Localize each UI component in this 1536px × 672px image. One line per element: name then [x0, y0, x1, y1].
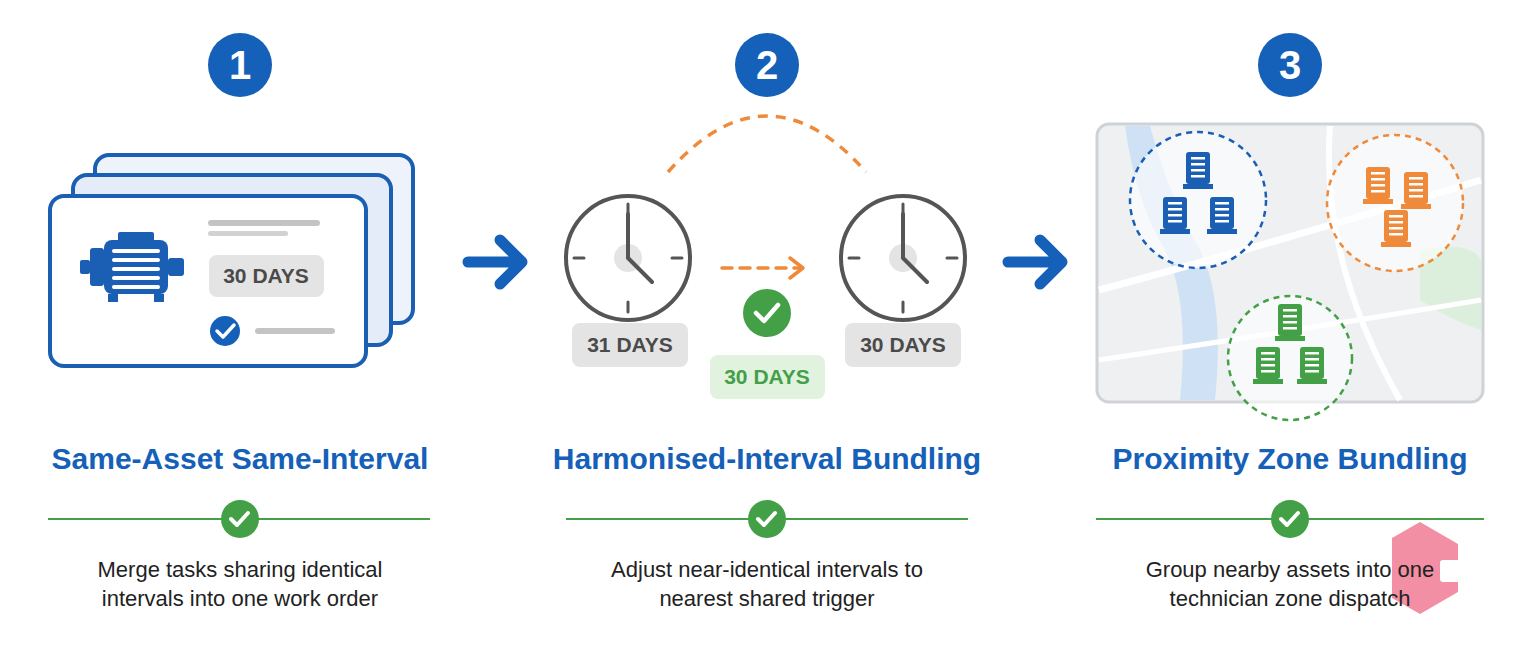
asset-stripe [1371, 184, 1385, 187]
asset-stripe [1305, 358, 1319, 361]
interval-text: 30 DAYS [724, 365, 810, 389]
column-description: Adjust near-identical intervals to neare… [577, 556, 957, 613]
asset-stripe [1261, 352, 1275, 355]
step-number: 2 [735, 33, 799, 97]
asset-icon [1186, 152, 1210, 184]
asset-icon [1404, 172, 1428, 204]
asset-stripe [1409, 195, 1423, 198]
asset-stripe [1305, 352, 1319, 355]
asset-stripe [1305, 370, 1319, 373]
asset-stripe [1305, 364, 1319, 367]
asset-stripe [1283, 309, 1297, 312]
asset-stripe [1261, 364, 1275, 367]
step-number-text: 2 [756, 43, 778, 88]
step-number: 1 [208, 33, 272, 97]
column-title: Harmonised-Interval Bundling [553, 442, 981, 476]
asset-stripe [1191, 175, 1205, 178]
asset-stripe [1409, 189, 1423, 192]
interval-text: 31 DAYS [587, 333, 673, 357]
asset-base [1160, 229, 1190, 234]
step-number-text: 1 [229, 43, 251, 88]
asset-stripe [1371, 172, 1385, 175]
asset-base [1297, 379, 1327, 384]
asset-base [1183, 184, 1213, 189]
column-title: Same-Asset Same-Interval [52, 442, 429, 476]
asset-stripe [1283, 315, 1297, 318]
asset-stripe [1191, 157, 1205, 160]
asset-stripe [1215, 202, 1229, 205]
asset-stripe [1215, 220, 1229, 223]
asset-stripe [1191, 169, 1205, 172]
interval-chip: 31 DAYS [572, 323, 688, 367]
asset-base [1363, 199, 1393, 204]
asset-stripe [1168, 202, 1182, 205]
interval-text: 30 DAYS [860, 333, 946, 357]
interval-chip: 30 DAYS [845, 323, 961, 367]
asset-stripe [1371, 178, 1385, 181]
asset-stripe [1389, 233, 1403, 236]
asset-icon [1366, 167, 1390, 199]
asset-icon [1163, 197, 1187, 229]
asset-stripe [1168, 220, 1182, 223]
asset-stripe [1215, 208, 1229, 211]
asset-icon [1256, 347, 1280, 379]
check-badge [743, 289, 791, 337]
asset-stripe [1371, 190, 1385, 193]
asset-icon [1300, 347, 1324, 379]
step-number-text: 3 [1279, 43, 1301, 88]
asset-base [1275, 336, 1305, 341]
clock-hands [614, 214, 927, 282]
check-badge [221, 500, 1309, 538]
asset-stripe [1261, 358, 1275, 361]
asset-stripe [1283, 321, 1297, 324]
card-stack [50, 155, 413, 366]
asset-stripe [1409, 177, 1423, 180]
dashed-arc [668, 116, 866, 172]
column-description: Group nearby assets into one technician … [1110, 556, 1470, 613]
asset-stripe [1168, 214, 1182, 217]
map [1097, 124, 1483, 420]
asset-base [1207, 229, 1237, 234]
motor-icon [80, 232, 184, 302]
asset-stripe [1389, 215, 1403, 218]
column-description: Merge tasks sharing identical intervals … [60, 556, 420, 613]
asset-base [1401, 204, 1431, 209]
asset-icons [1160, 152, 1431, 384]
column-title: Proximity Zone Bundling [1112, 442, 1467, 476]
asset-stripe [1389, 221, 1403, 224]
asset-icon [1210, 197, 1234, 229]
asset-icon [1384, 210, 1408, 242]
asset-stripe [1261, 370, 1275, 373]
step-number: 3 [1258, 33, 1322, 97]
asset-base [1253, 379, 1283, 384]
asset-stripe [1191, 163, 1205, 166]
asset-icon [1278, 304, 1302, 336]
asset-base [1381, 242, 1411, 247]
asset-stripe [1168, 208, 1182, 211]
flow-arrow [468, 240, 1062, 284]
asset-stripe [1215, 214, 1229, 217]
asset-stripe [1283, 327, 1297, 330]
asset-stripe [1409, 183, 1423, 186]
interval-text: 30 DAYS [223, 264, 309, 288]
asset-stripe [1389, 227, 1403, 230]
dashed-arrow [722, 258, 803, 278]
interval-chip: 30 DAYS [209, 255, 324, 297]
interval-chip: 30 DAYS [710, 355, 825, 399]
